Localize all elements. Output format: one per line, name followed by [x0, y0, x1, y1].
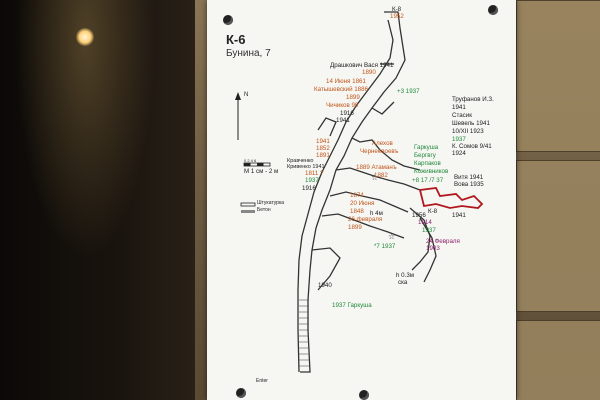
screw — [236, 388, 246, 398]
lamp-light — [76, 28, 94, 46]
sign-title: К-6 — [226, 32, 246, 47]
entrance-label: Enter — [256, 378, 268, 384]
map-label: Кривенко 1941 — [287, 164, 325, 170]
map-label: h 0.3м — [396, 272, 415, 279]
map-label: 1941 — [452, 104, 466, 111]
map-label: 1937 — [305, 177, 319, 184]
map-label: 1941 — [336, 117, 350, 124]
map-label: 1889 Атаманъ — [356, 164, 397, 171]
map-label: 1899 — [346, 94, 360, 101]
map-label: 1891 — [316, 152, 330, 159]
map-label: 20 Июня — [350, 200, 375, 207]
map-label: 1890 — [362, 69, 376, 76]
map-label: 10/XII 1923 — [452, 128, 484, 135]
map-label: Алехов — [372, 140, 393, 147]
map-label: Коживников — [414, 168, 449, 175]
map-label: 1882 — [374, 172, 388, 179]
red-passage — [418, 187, 484, 209]
map-label: Чичиков 99 — [326, 102, 359, 109]
stone-block — [516, 320, 600, 400]
map-label: 1941 — [316, 138, 330, 145]
map-label: 1937 — [422, 227, 436, 234]
map-label: 1940 — [318, 282, 332, 289]
map-label: 1874 — [350, 192, 364, 199]
map-label: К. Сомов 9/41 — [452, 143, 492, 150]
map-label: К-8 — [392, 6, 402, 13]
map-label: *7 1937 — [374, 243, 396, 250]
corridor-walls — [297, 11, 437, 373]
screw — [488, 5, 498, 15]
legend-plaster-swatch — [240, 202, 256, 207]
map-label: Гаркуша — [414, 144, 439, 151]
legend-concrete: Бетон — [257, 207, 271, 213]
map-label: 1916 — [340, 110, 354, 117]
scale-bar-icon — [243, 162, 271, 167]
map-label: Шевель 1941 — [452, 120, 490, 127]
map-label: Кравченко — [287, 158, 314, 164]
map-label: 1941 — [452, 212, 466, 219]
map-label: 1937 — [452, 136, 466, 143]
map-label: Бергвгу — [414, 152, 436, 159]
stone-block — [516, 160, 600, 312]
map-label: 1916 — [302, 185, 316, 192]
map-label: ска — [398, 279, 408, 286]
north-arrow-icon — [235, 92, 241, 140]
map-label: К-8 — [428, 208, 438, 215]
map-label: 1952 — [390, 13, 404, 20]
map-label: Карпаков — [414, 160, 441, 167]
map-label: 1956 — [412, 212, 426, 219]
map-label: Витя 1941 — [454, 174, 484, 181]
map-label: h 4м — [370, 210, 383, 217]
map-label: Стасик — [452, 112, 472, 119]
map-label: 1914 — [418, 219, 432, 226]
map-label: Вова 1935 — [454, 181, 484, 188]
map-label: Труфанов И.З. — [452, 96, 494, 103]
map-label: 1852 — [316, 145, 330, 152]
screw — [359, 390, 369, 400]
map-label: 1924 — [452, 150, 466, 157]
map-label: +8 17 /7 37 — [412, 177, 444, 184]
map-label: 26 февраля — [348, 216, 383, 223]
map-label: 1811 ? — [305, 170, 324, 177]
map-label: Драшкович Вася 1941 — [330, 62, 394, 69]
staircase — [299, 299, 309, 367]
star-icon: ☆ — [371, 173, 378, 182]
map-label: +3 1937 — [397, 88, 420, 95]
screw — [223, 15, 233, 25]
stone-block — [516, 0, 600, 152]
scale-caption: М 1 см - 2 м — [244, 168, 279, 175]
map-label: Чернеевоевъ — [360, 148, 399, 155]
scale-ticks: 0 2 4 6 — [244, 158, 257, 163]
map-label: 1937 Гаркуша — [332, 302, 372, 309]
star-icon: ☆ — [388, 232, 395, 241]
dark-corridor — [0, 0, 200, 400]
map-label: 14 Июня 1861 — [326, 78, 366, 85]
map-label: 1899 — [348, 224, 362, 231]
north-label: N — [244, 92, 249, 98]
sign-subtitle: Бунина, 7 — [226, 48, 271, 59]
map-label: 1848 — [350, 208, 364, 215]
legend-plaster: Штукатурка — [257, 200, 285, 206]
map-label: Катышевский 1886 — [314, 86, 369, 93]
map-label: 1903 — [426, 245, 440, 252]
legend-concrete-swatch — [241, 210, 255, 213]
map-label: 24 Февраля — [426, 238, 460, 245]
